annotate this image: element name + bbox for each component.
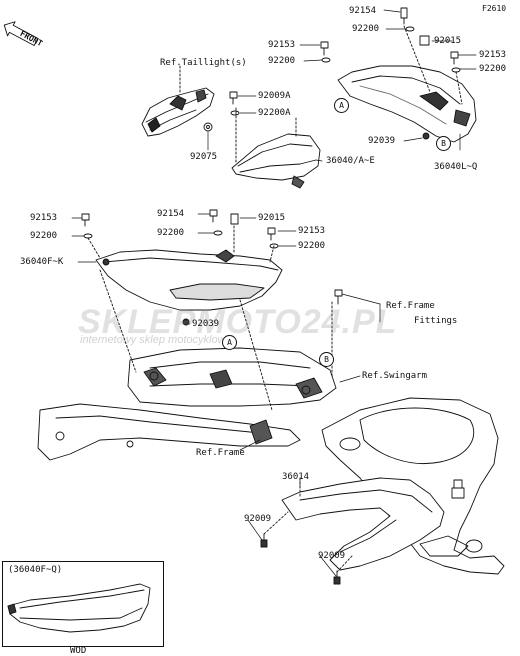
part-label-92200a: 92200A [258,108,291,118]
inset-cover-drawing [7,583,151,633]
figure-code: F2610 [482,4,507,13]
part-label-36040f-k: 36040F~K [20,257,64,267]
part-label-36014: 36014 [282,472,310,482]
tail-cover-upper [231,107,321,189]
part-label-92200-left: 92200 [30,231,58,241]
front-arrow-icon [3,21,39,46]
part-label-92153-mid: 92153 [298,226,326,236]
part-label-92153-top: 92153 [268,40,296,50]
part-label-92039-mid: 92039 [192,319,220,329]
callout-a-lower: A [222,335,237,350]
ref-swingarm-label: Ref.Swingarm [362,371,428,381]
callout-b-upper: B [436,136,451,151]
part-label-92009a: 92009A [258,91,291,101]
watermark-brand: SKLEPMOTO24.PL [78,303,398,341]
callout-b-lower: B [319,352,334,367]
ref-frame-label: Ref.Frame [196,448,245,458]
part-label-92200-mid: 92200 [157,228,185,238]
watermark-tagline: internetowy sklep motocyklowy [80,334,232,346]
rear-subframe [99,269,337,411]
part-label-92154-top: 92154 [349,6,377,16]
part-label-36040a-e: 36040/A~E [326,156,375,166]
part-label-92009-b: 92009 [318,551,346,561]
side-cover-right [337,25,477,143]
part-label-92039-right: 92039 [368,136,396,146]
inset-caption: WOD [70,646,87,656]
chain-guard [263,477,445,573]
taillight-assembly [141,65,215,137]
part-label-92009-a: 92009 [244,514,272,524]
ref-taillight-label: Ref.Taillight(s) [160,58,247,68]
callout-a-upper: A [334,98,349,113]
side-cover-left [87,225,283,311]
part-label-92200-right: 92200 [479,64,507,74]
part-label-92154-mid: 92154 [157,209,185,219]
inset-title: (36040F~Q) [8,565,63,575]
part-label-92200-top: 92200 [352,24,380,34]
part-label-36040l-q: 36040L~Q [434,162,478,172]
ref-frame-fittings-label-line1: Ref.Frame [386,301,435,311]
leader-lines [71,9,477,577]
part-label-92200-mid2: 92200 [298,241,326,251]
part-label-92153-right: 92153 [479,50,507,60]
part-label-92153-left: 92153 [30,213,58,223]
main-frame-rail [37,403,301,461]
part-label-92015-mid: 92015 [258,213,286,223]
part-label-92200-topleft: 92200 [268,56,296,66]
ref-frame-fittings-label-line2: Fittings [414,316,458,326]
inset-box [2,561,164,647]
part-label-92015-right: 92015 [434,36,462,46]
part-label-92075: 92075 [190,152,218,162]
